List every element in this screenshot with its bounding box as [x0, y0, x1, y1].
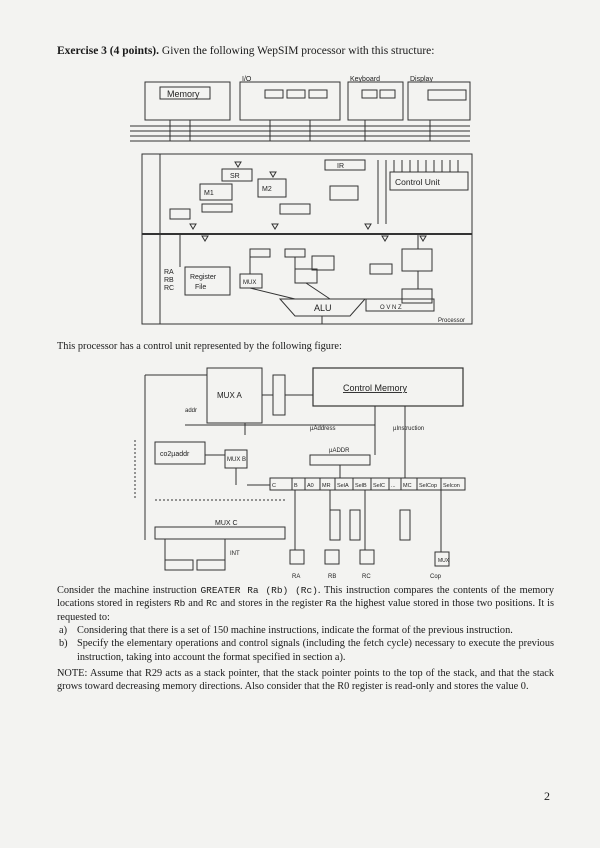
item-label: a) — [59, 625, 67, 636]
processor-structure-diagram: Memory I/O Keyboard Display Control Unit… — [130, 76, 473, 325]
page-number: 2 — [544, 789, 550, 803]
ir-block — [324, 159, 366, 171]
item-text: Specify the elementary operations and co… — [77, 638, 554, 663]
alu-shape — [278, 298, 367, 317]
rb-label: RB — [328, 574, 336, 580]
memory-label: Memory — [167, 89, 200, 99]
exercise-heading: Exercise 3 (4 points). Given the followi… — [57, 44, 557, 58]
uinstruction-label: µInstruction — [393, 426, 424, 432]
figure-caption: This processor has a control unit repres… — [57, 341, 342, 352]
control-unit-block — [389, 171, 469, 191]
field-label: A0 — [307, 483, 314, 489]
mux-a-label: MUX A — [217, 391, 243, 400]
processor-block — [141, 153, 473, 325]
int-label: INT — [230, 551, 240, 557]
register-file-block — [184, 266, 231, 296]
ir-label: IR — [337, 163, 344, 170]
field-label: SelB — [355, 483, 367, 489]
display-label: Display — [410, 76, 433, 83]
co2uaddr-block — [154, 441, 206, 465]
problem-text-3: and stores in the register — [220, 598, 323, 610]
register-rb: Rb — [173, 598, 186, 610]
microinstruction-fields — [269, 477, 466, 491]
register-file-label-1: Register — [190, 274, 217, 281]
field-label: B — [294, 483, 298, 489]
field-label: MC — [403, 483, 412, 489]
rb-label: RB — [164, 277, 174, 284]
io-block — [239, 81, 341, 121]
field-label: C — [272, 483, 276, 489]
mux-label: MUX — [243, 280, 256, 286]
m1-label: M1 — [204, 190, 214, 197]
field-labels: C B A0 MR SelA SelB SelC... MC SelCop Selcon — [272, 483, 460, 489]
mux-b-label: MUX B — [227, 457, 246, 463]
uaddress-label: µAddress — [310, 426, 335, 432]
memory-block — [144, 81, 231, 121]
problem-statement: Consider the machine instruction GREATER… — [57, 584, 554, 624]
mux-b-block — [294, 268, 318, 284]
field-label: SelA — [337, 483, 349, 489]
field-label: SelCop — [419, 483, 437, 489]
ra-label: RA — [292, 574, 300, 580]
addr-label: addr — [185, 408, 197, 414]
problem-intro: Consider the machine instruction — [57, 585, 197, 596]
instruction-code: GREATER Ra (Rb) (Rc) — [200, 585, 318, 596]
field-label: ... — [391, 483, 396, 489]
exercise-title: Exercise 3 (4 points). — [57, 45, 160, 57]
field-label: SelC — [373, 483, 385, 489]
requirements-list: a) Considering that there is a set of 15… — [57, 624, 554, 664]
register-file-label-2: File — [195, 284, 206, 291]
list-item: b) Specify the elementary operations and… — [57, 637, 554, 664]
keyboard-block — [347, 81, 404, 121]
sr-label: SR — [230, 173, 240, 180]
rc-label: RC — [164, 285, 174, 292]
display-block — [407, 81, 471, 121]
m1-block — [199, 183, 233, 201]
exercise-intro: Given the following WepSIM processor wit… — [161, 45, 435, 57]
register-rc: Rc — [206, 598, 218, 610]
list-item: a) Considering that there is a set of 15… — [57, 624, 554, 637]
sr-block — [221, 168, 253, 182]
muaddr-label: µADDR — [329, 448, 350, 454]
mux-c-block — [154, 526, 286, 540]
control-memory-label: Control Memory — [343, 383, 408, 393]
control-unit-label: Control Unit — [395, 177, 441, 187]
ra-label: RA — [164, 269, 174, 276]
problem-text-4: the highest value stored in those two po… — [57, 598, 555, 623]
field-label: MR — [322, 483, 331, 489]
co2uaddr-label: co2µaddr — [160, 451, 190, 458]
mux-label: MUX — [438, 558, 450, 564]
mux-c-label: MUX C — [215, 520, 238, 527]
keyboard-label: Keyboard — [350, 76, 380, 83]
flags-label: O V N Z — [380, 305, 402, 311]
m2-block — [257, 178, 287, 198]
item-label: b) — [59, 638, 68, 650]
io-label: I/O — [242, 76, 252, 83]
m2-label: M2 — [262, 186, 272, 193]
conjunction: and — [188, 598, 204, 610]
rc-label: RC — [362, 574, 371, 580]
item-text: Considering that there is a set of 150 m… — [77, 625, 513, 636]
note-paragraph: NOTE: Assume that R29 acts as a stack po… — [57, 668, 554, 693]
muaddr-block — [309, 454, 371, 466]
cop-label: Cop — [430, 574, 442, 580]
control-unit-diagram: MUX A Control Memory co2µaddr MUX B MUX … — [134, 367, 466, 580]
control-memory-block — [312, 367, 464, 407]
alu-label: ALU — [314, 303, 332, 313]
register-ra: Ra — [325, 598, 337, 610]
processor-label: Processor — [438, 318, 465, 324]
problem-text-2: . This instruction compares the contents… — [57, 585, 554, 610]
memory-label-box — [159, 86, 211, 100]
field-label: Selcon — [443, 483, 460, 489]
